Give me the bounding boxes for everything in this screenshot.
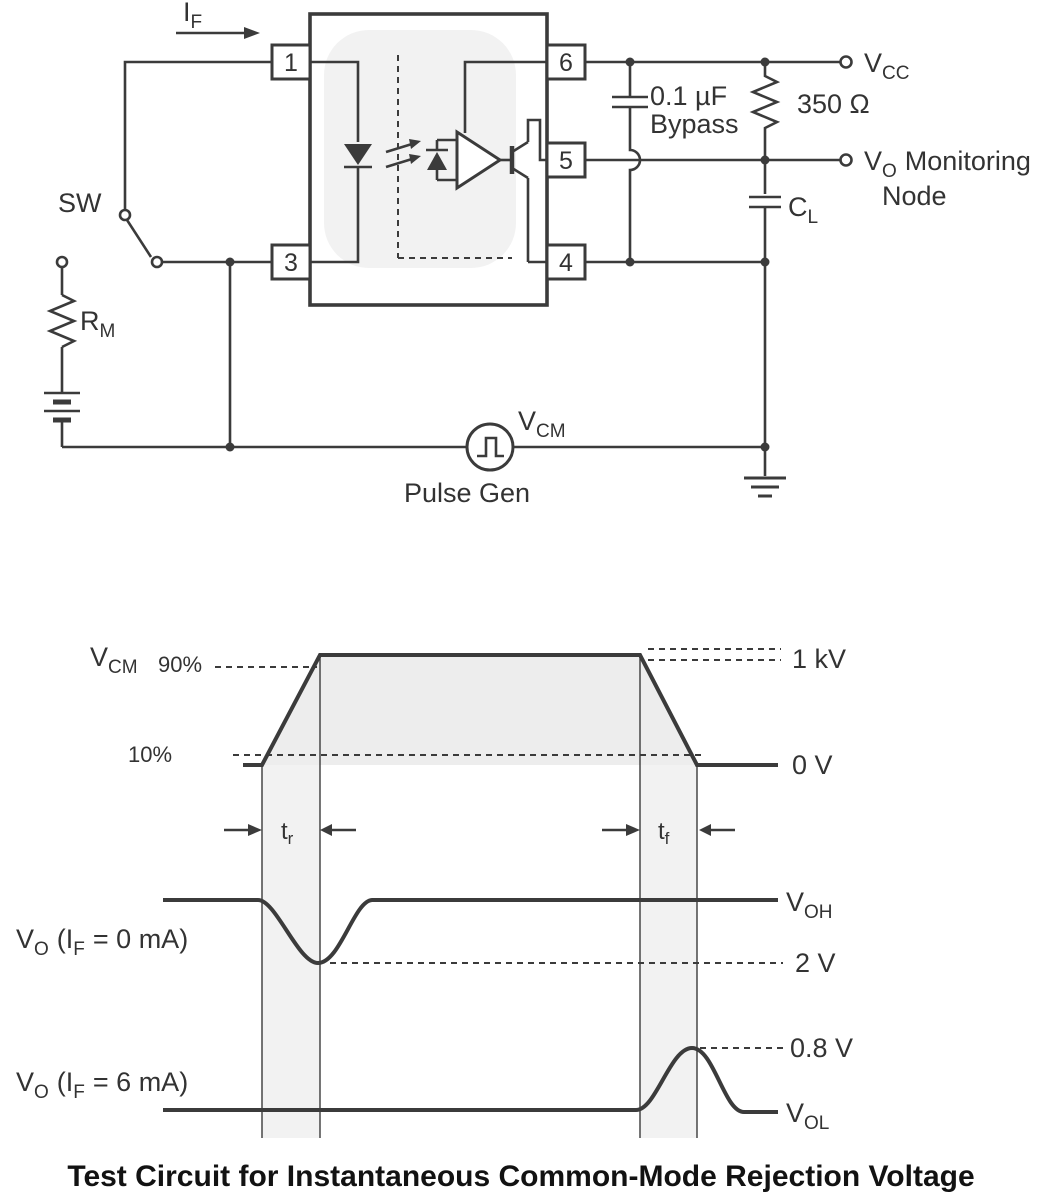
pin-3-box bbox=[270, 243, 312, 281]
vo-on-label: VO(IF= 6 mA) bbox=[16, 1067, 188, 1103]
vcm-waveform-label: VCM bbox=[90, 642, 138, 678]
tr-label: tr bbox=[281, 818, 294, 848]
rm-resistor-icon bbox=[46, 293, 78, 349]
vcc-label: VCC bbox=[864, 48, 909, 84]
output-transistor-icon bbox=[500, 118, 547, 264]
tr-shaded-band bbox=[262, 765, 320, 1138]
switch-top-terminal bbox=[118, 208, 132, 222]
ninety-percent-label: 90% bbox=[158, 652, 202, 677]
vo-off-waveform-trace bbox=[163, 898, 778, 966]
voh-label: VOH bbox=[786, 887, 833, 923]
led-icon bbox=[344, 144, 372, 165]
pulse-generator-icon bbox=[465, 422, 515, 472]
rm-top-terminal bbox=[55, 255, 69, 269]
amplifier-icon bbox=[455, 129, 503, 191]
one-kv-label: 1 kV bbox=[792, 644, 846, 674]
pulse-gen-label: Pulse Gen bbox=[404, 478, 530, 508]
schematic: 1 3 6 5 4 IF SW RM bbox=[44, 0, 1031, 508]
pin-1-box bbox=[270, 43, 312, 81]
figure-caption: Test Circuit for Instantaneous Common-Mo… bbox=[67, 1160, 974, 1193]
load-resistor-label: 350 Ω bbox=[797, 89, 870, 119]
if-arrowhead-icon bbox=[244, 27, 260, 39]
tf-label: tf bbox=[658, 818, 670, 848]
ground-icon bbox=[744, 447, 786, 498]
fall-time-marker bbox=[602, 824, 735, 836]
two-v-label: 2 V bbox=[795, 948, 836, 978]
rise-time-marker bbox=[224, 824, 356, 836]
junction-dot bbox=[760, 257, 770, 267]
pin-3-number: 3 bbox=[284, 249, 298, 277]
pin1-to-switch-wire bbox=[123, 60, 272, 210]
bypass-capacitor-icon bbox=[612, 62, 648, 262]
switch-label: SW bbox=[58, 188, 102, 218]
pin-6-number: 6 bbox=[559, 49, 573, 77]
vo-off-label: VO(IF= 0 mA) bbox=[16, 924, 188, 960]
bypass-word-label: Bypass bbox=[650, 109, 739, 139]
vo-node-label-line2: Node bbox=[882, 181, 947, 211]
timing-diagram: VCM 90% 10% 1 kV 0 V tr tf VO(IF= 0 mA) … bbox=[16, 642, 853, 1138]
pulse-symbol-icon bbox=[477, 436, 504, 458]
vcm-source-label: VCM bbox=[518, 406, 566, 442]
led-branch-wire bbox=[310, 60, 360, 264]
vo-terminal bbox=[839, 153, 853, 167]
switch-bottom-terminal bbox=[150, 255, 164, 269]
vcm-pulse-shading bbox=[262, 655, 697, 765]
rm-label: RM bbox=[80, 306, 115, 342]
pin4-rail bbox=[585, 260, 767, 447]
photodiode-icon bbox=[426, 138, 457, 182]
load-resistor-icon bbox=[749, 62, 781, 160]
ten-percent-label: 10% bbox=[128, 742, 172, 767]
pin-5-number: 5 bbox=[559, 147, 573, 175]
vol-label: VOL bbox=[786, 1098, 829, 1134]
switch-arm bbox=[125, 219, 153, 258]
junction-dot bbox=[225, 442, 235, 452]
package-inner-shading bbox=[324, 30, 516, 268]
battery-icon bbox=[44, 391, 80, 423]
isolation-barrier-dashed bbox=[397, 55, 512, 259]
cl-label: CL bbox=[788, 192, 818, 228]
if-current-label: IF bbox=[183, 0, 202, 33]
cl-capacitor-icon bbox=[749, 160, 781, 262]
internal-supply-wire bbox=[463, 60, 547, 133]
point-eight-v-label: 0.8 V bbox=[790, 1033, 853, 1063]
pin-4-number: 4 bbox=[559, 249, 573, 277]
zero-v-label: 0 V bbox=[792, 750, 833, 780]
vo-on-waveform-trace bbox=[163, 1045, 778, 1114]
vcm-waveform-trace bbox=[243, 653, 778, 767]
bypass-value-label: 0.1 µF bbox=[650, 81, 727, 111]
junction-dot bbox=[225, 257, 235, 267]
pin-1-number: 1 bbox=[284, 49, 298, 77]
tf-shaded-band bbox=[640, 765, 697, 1138]
vcc-terminal bbox=[839, 55, 853, 69]
light-emission-arrows-icon bbox=[385, 139, 421, 169]
